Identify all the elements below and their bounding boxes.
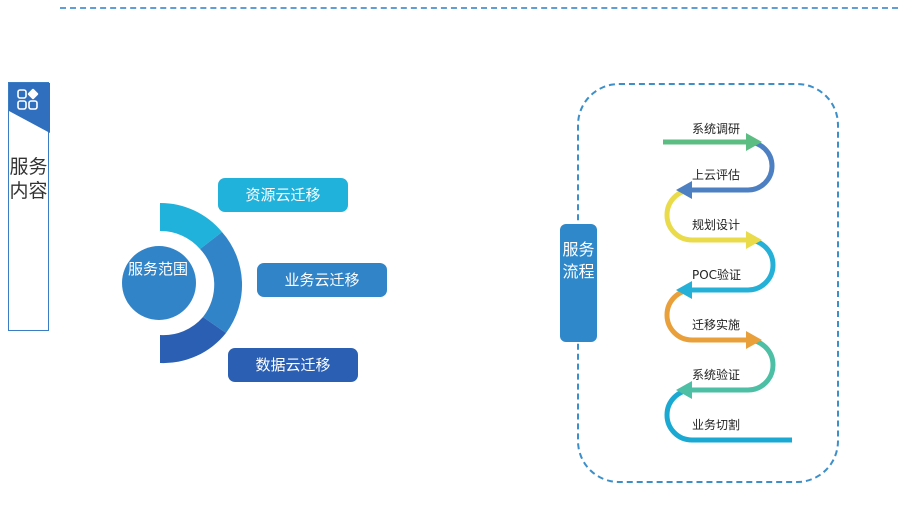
scope-segment-1 — [160, 202, 222, 249]
process-title: 服务流程 — [560, 224, 597, 342]
process-serpentine-path — [663, 133, 792, 443]
step-line-4 — [692, 237, 776, 293]
scope-item-data: 数据云迁移 — [228, 348, 358, 382]
service-content-tab: 服务内容 — [8, 82, 50, 331]
top-dashed-rule — [60, 7, 898, 9]
service-content-title: 服务内容 — [9, 156, 48, 202]
scope-center-label: 服务范围 — [127, 260, 188, 278]
scope-item-business: 业务云迁移 — [257, 263, 387, 297]
step-arrow-3 — [746, 231, 762, 249]
step-arrow-2 — [676, 181, 692, 199]
scope-segment-3 — [160, 317, 226, 364]
scope-radial-graphic — [115, 202, 243, 364]
step-label-2: 上云评估 — [692, 168, 741, 182]
step-line-5 — [664, 287, 748, 343]
scope-segment-2 — [200, 232, 243, 333]
step-line-7 — [664, 387, 792, 443]
step-arrow-5 — [746, 331, 762, 349]
step-label-3: 规划设计 — [692, 218, 741, 232]
step-arrow-1 — [746, 133, 762, 151]
step-line-6 — [692, 337, 776, 393]
scope-center-circle — [122, 246, 196, 320]
step-label-1: 系统调研 — [692, 122, 741, 136]
apps-icon — [9, 83, 50, 133]
step-label-5: 迁移实施 — [692, 318, 741, 332]
step-label-4: POC验证 — [692, 268, 742, 282]
step-arrow-4 — [676, 281, 692, 299]
step-label-7: 业务切割 — [692, 418, 741, 432]
step-line-2 — [692, 139, 775, 193]
step-arrow-6 — [676, 381, 692, 399]
scope-item-resource: 资源云迁移 — [218, 178, 348, 212]
step-label-6: 系统验证 — [692, 368, 741, 382]
step-line-3 — [664, 187, 748, 243]
